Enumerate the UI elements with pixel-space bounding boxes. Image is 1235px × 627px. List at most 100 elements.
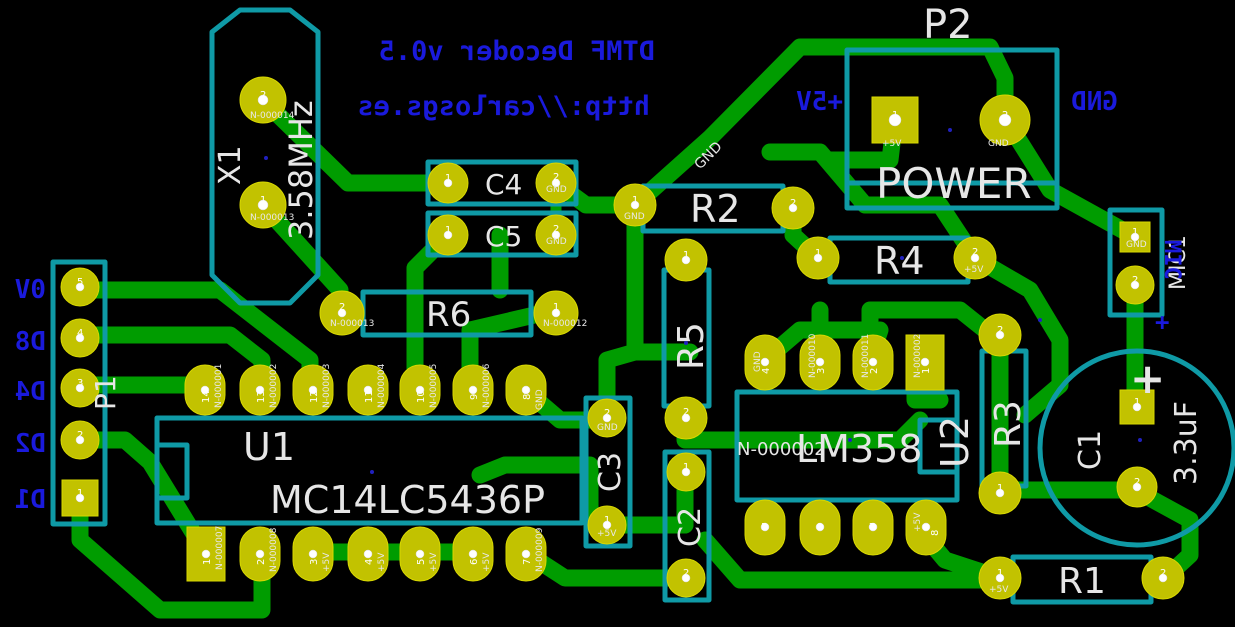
p1-label-d4: D4 bbox=[15, 377, 46, 407]
pads: 2 N-000014 1 N-000013 1 2 GND 1 2 GND bbox=[60, 76, 1185, 600]
svg-text:2: 2 bbox=[1134, 477, 1140, 488]
svg-text:12: 12 bbox=[309, 390, 320, 403]
board-title: DTMF Decoder v0.5 bbox=[379, 36, 655, 67]
pad-u1-9: 9 N-000006 bbox=[452, 363, 494, 416]
svg-text:N-000004: N-000004 bbox=[377, 363, 387, 408]
svg-text:+5V: +5V bbox=[322, 552, 332, 572]
svg-text:1: 1 bbox=[260, 195, 266, 206]
svg-text:+5V: +5V bbox=[882, 139, 902, 149]
c3-ref: C3 bbox=[593, 452, 628, 492]
svg-text:1: 1 bbox=[77, 488, 83, 499]
pad-mic1-1: 1 GND bbox=[1119, 221, 1151, 253]
u2-ref: U2 bbox=[933, 416, 977, 468]
svg-text:N-000014: N-000014 bbox=[250, 111, 295, 121]
grid-markers bbox=[264, 128, 1142, 474]
pad-c4-1: 1 bbox=[427, 162, 469, 204]
p1-ref: P1 bbox=[89, 375, 122, 410]
svg-text:GND: GND bbox=[546, 185, 567, 195]
pad-r5-2: 2 bbox=[664, 396, 708, 440]
pad-r2-2: 2 bbox=[771, 186, 815, 230]
svg-text:1: 1 bbox=[445, 225, 451, 236]
pad-u1-2: 2 N-000008 bbox=[239, 526, 281, 582]
svg-text:GND: GND bbox=[988, 139, 1009, 149]
svg-text:5: 5 bbox=[77, 277, 83, 288]
mic-plus-label: + bbox=[1155, 308, 1169, 336]
svg-text:GND: GND bbox=[624, 212, 645, 222]
pad-r1-2: 2 bbox=[1141, 556, 1185, 600]
pad-r3-1: 1 bbox=[978, 471, 1022, 515]
svg-text:3: 3 bbox=[77, 378, 83, 389]
svg-text:2: 2 bbox=[1002, 110, 1008, 121]
r5-ref: R5 bbox=[671, 322, 712, 370]
svg-text:N-000013: N-000013 bbox=[330, 319, 374, 329]
svg-text:6: 6 bbox=[469, 559, 480, 565]
svg-text:N-000011: N-000011 bbox=[861, 334, 871, 378]
svg-text:N-000006: N-000006 bbox=[482, 363, 492, 408]
c2-ref: C2 bbox=[673, 507, 708, 547]
svg-text:2: 2 bbox=[869, 368, 880, 374]
x1-ref: X1 bbox=[213, 145, 248, 185]
svg-text:3: 3 bbox=[816, 368, 827, 374]
svg-text:N-000009: N-000009 bbox=[535, 527, 545, 572]
pad-p2-1: 1 +5V bbox=[871, 96, 919, 149]
svg-text:2: 2 bbox=[339, 302, 345, 313]
svg-text:1: 1 bbox=[632, 195, 638, 206]
svg-text:9: 9 bbox=[469, 394, 480, 400]
pad-r6-2: 2 N-000013 bbox=[319, 290, 374, 336]
svg-text:1: 1 bbox=[1134, 397, 1140, 408]
r3-ref: R3 bbox=[988, 400, 1029, 448]
svg-text:4: 4 bbox=[77, 328, 83, 339]
pad-c1-1: 1 bbox=[1119, 389, 1155, 425]
svg-text:1: 1 bbox=[445, 173, 451, 184]
u1-ref: U1 bbox=[243, 425, 295, 469]
svg-text:2: 2 bbox=[790, 198, 796, 209]
svg-text:2: 2 bbox=[77, 430, 83, 441]
svg-text:1: 1 bbox=[1132, 227, 1138, 238]
pad-u1-1: 1 N-000007 bbox=[186, 526, 226, 582]
pad-mic1-2: 2 bbox=[1115, 265, 1155, 305]
svg-text:1: 1 bbox=[921, 368, 932, 374]
c5-ref: C5 bbox=[485, 220, 522, 253]
c1-value: 3.3uF bbox=[1169, 401, 1204, 485]
pad-r4-2: 2 +5V bbox=[953, 236, 997, 280]
pad-u1-5: 5 +5V bbox=[399, 526, 441, 582]
pad-c2-1: 1 bbox=[666, 452, 706, 492]
svg-text:2: 2 bbox=[256, 559, 267, 565]
bottom-layer-text: DTMF Decoder v0.5 http://carlosgs.es +5V… bbox=[15, 36, 1184, 515]
pad-u1-12: 12 N-000003 bbox=[292, 364, 334, 416]
svg-text:N-000010: N-000010 bbox=[808, 333, 818, 378]
svg-text:1: 1 bbox=[815, 248, 821, 259]
pad-x1-1: 1 N-000013 bbox=[239, 181, 294, 229]
c1-plus: + bbox=[1130, 354, 1165, 403]
svg-text:1: 1 bbox=[997, 483, 1003, 494]
svg-text:14: 14 bbox=[201, 390, 212, 403]
pad-u2-5: 5 bbox=[744, 499, 786, 556]
pad-p1-1: 1 bbox=[61, 479, 99, 517]
pad-c3-1: 1 +5V bbox=[587, 505, 627, 545]
pad-r2-1: 1 GND bbox=[613, 183, 657, 227]
svg-text:5: 5 bbox=[416, 559, 427, 565]
pad-u2-7: 7 bbox=[852, 499, 894, 556]
pad-u2-8: 8 +5V bbox=[905, 499, 947, 556]
svg-text:2: 2 bbox=[260, 90, 266, 101]
svg-text:GND: GND bbox=[535, 389, 545, 410]
pad-r6-1: 1 N-000012 bbox=[533, 290, 587, 336]
r6-ref: R6 bbox=[426, 295, 471, 335]
svg-text:+5V: +5V bbox=[913, 512, 923, 532]
p1-label-d2: D2 bbox=[15, 429, 46, 459]
mic1-ref: MIC1 bbox=[1166, 235, 1191, 290]
svg-text:2: 2 bbox=[553, 172, 559, 183]
svg-text:11: 11 bbox=[364, 390, 375, 403]
svg-text:N-000003: N-000003 bbox=[322, 364, 332, 408]
svg-text:13: 13 bbox=[256, 390, 267, 403]
svg-text:N-000002: N-000002 bbox=[913, 334, 923, 378]
svg-text:4: 4 bbox=[364, 559, 375, 565]
p1-label-0v: 0V bbox=[15, 275, 46, 305]
svg-text:+5V: +5V bbox=[482, 552, 492, 572]
svg-text:10: 10 bbox=[416, 390, 427, 403]
pad-u1-13: 13 N-000002 bbox=[239, 364, 281, 416]
board-url: http://carlosgs.es bbox=[357, 91, 650, 122]
svg-text:2: 2 bbox=[972, 247, 978, 258]
c4-ref: C4 bbox=[485, 168, 522, 201]
